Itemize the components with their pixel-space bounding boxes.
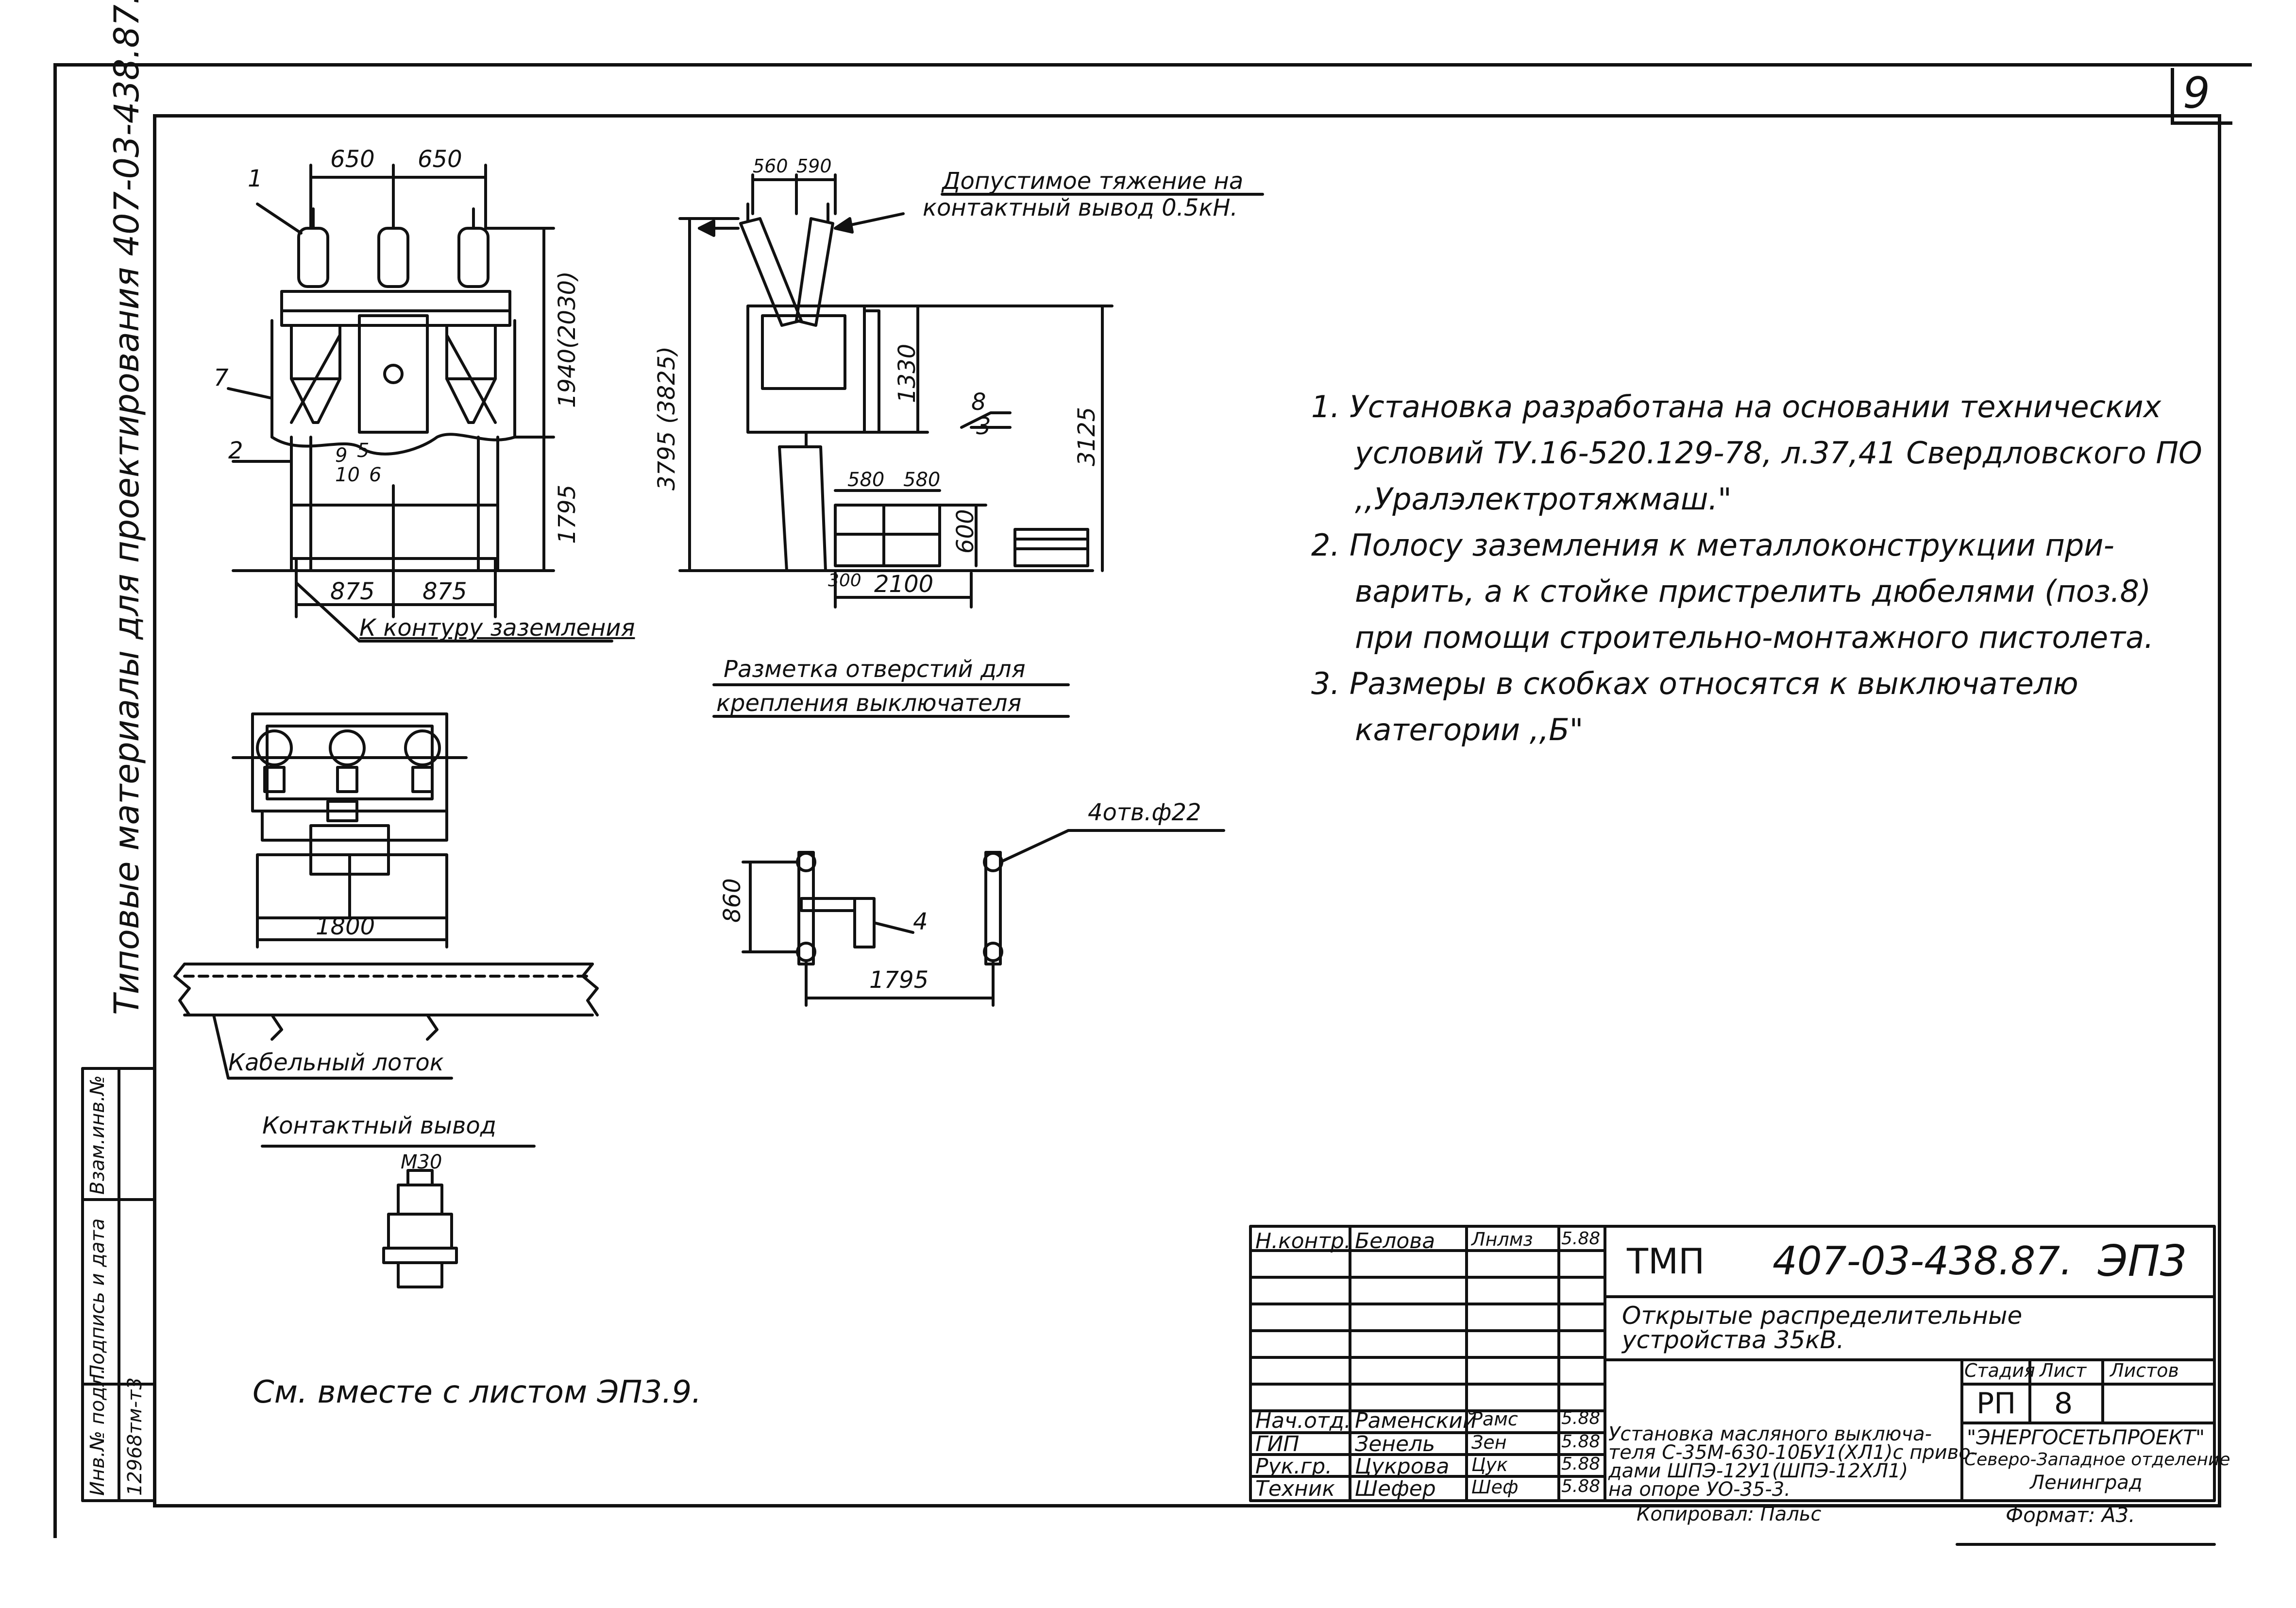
side-cell-inv: Инв.№ подл. xyxy=(86,1368,109,1496)
desc-line-3: дами ШПЭ-12У1(ШПЭ-12ХЛ1) xyxy=(1608,1460,1908,1482)
callout-8: 8 xyxy=(971,389,986,416)
side-inv-value: 12968тм-т3 xyxy=(124,1377,146,1496)
callout-7: 7 xyxy=(214,364,229,391)
object-line-2: устройства 35кВ. xyxy=(1622,1326,1844,1354)
contact-title: Контактный вывод xyxy=(262,1112,496,1139)
org-line-3: Ленинград xyxy=(2030,1472,2143,1494)
desc-line-2: теля С-35М-630-10БУ1(ХЛ1)с приво- xyxy=(1608,1441,1978,1464)
date-1: 5.88 xyxy=(1561,1229,1601,1249)
note-line-2: условий ТУ.16-520.129-78, л.37,41 Свердл… xyxy=(1355,435,2202,471)
holes-title-2: крепления выключателя xyxy=(716,690,1022,717)
dim-2100: 2100 xyxy=(874,571,934,598)
ground-label: К контуру заземления xyxy=(359,614,635,642)
date-5: 5.88 xyxy=(1561,1476,1601,1496)
note-line-6: при помощи строительно-монтажного пистол… xyxy=(1355,620,2154,655)
dim-3795: 3795 (3825) xyxy=(653,346,680,491)
note-line-7: 3. Размеры в скобках относятся к выключа… xyxy=(1311,666,2078,701)
note-line-3: ,,Уралэлектротяжмаш." xyxy=(1355,481,1732,517)
note-line-5: варить, а к стойке пристрелить дюбелями … xyxy=(1355,574,2151,609)
sign-3: Зен xyxy=(1471,1432,1507,1453)
sign-4: Цук xyxy=(1471,1454,1508,1475)
project-code: 407-03-438.87. xyxy=(1773,1238,2073,1284)
sign-5: Шеф xyxy=(1471,1476,1519,1498)
tension-note-1: Допустимое тяжение на xyxy=(942,168,1244,195)
role-tekhnik: Техник xyxy=(1255,1476,1335,1501)
dim-650-a: 650 xyxy=(330,146,375,173)
callout-3: 3 xyxy=(976,413,991,440)
side-cell-replace: Взам.инв.№ xyxy=(86,1075,109,1195)
sign-2: Рамс xyxy=(1471,1408,1518,1430)
note-line-4: 2. Полосу заземления к металлоконструкци… xyxy=(1311,527,2114,563)
name-shefer: Шефер xyxy=(1355,1476,1436,1501)
callout-10: 10 xyxy=(335,464,360,486)
dim-860: 860 xyxy=(719,878,746,923)
sheet-value: 8 xyxy=(2054,1387,2073,1421)
sign-1: Лнлмз xyxy=(1471,1229,1533,1250)
dim-590: 590 xyxy=(796,155,832,177)
role-nkontr: Н.контр. xyxy=(1255,1229,1351,1253)
desc-line-1: Установка масляного выключа- xyxy=(1608,1423,1932,1445)
date-2: 5.88 xyxy=(1561,1408,1601,1428)
name-ramenskiy: Раменский xyxy=(1355,1408,1477,1433)
side-cell-sign: Подпись и дата xyxy=(86,1218,109,1379)
role-rukgr: Рук.гр. xyxy=(1255,1454,1333,1479)
dim-580-b: 580 xyxy=(903,469,941,491)
contact-thread: М30 xyxy=(401,1151,442,1173)
object-line-1: Открытые распределительные xyxy=(1622,1302,2023,1330)
role-nachotd: Нач.отд. xyxy=(1255,1408,1351,1433)
dim-560: 560 xyxy=(753,155,788,177)
drawing-frame xyxy=(153,114,2221,1507)
sheet-header: Лист xyxy=(2040,1360,2087,1381)
sheet-number-box: 9 xyxy=(2171,68,2232,125)
callout-1: 1 xyxy=(248,165,263,192)
dim-875-a: 875 xyxy=(330,578,375,605)
dim-1940: 1940(2030) xyxy=(554,271,581,408)
sheets-header: Листов xyxy=(2110,1360,2179,1381)
dim-650-b: 650 xyxy=(418,146,462,173)
org-line-2: Северо-Западное отделение xyxy=(1964,1450,2230,1470)
dim-600: 600 xyxy=(952,509,979,554)
dim-300: 300 xyxy=(828,571,861,591)
callout-6: 6 xyxy=(369,464,382,486)
format-label: Формат: А3. xyxy=(2006,1503,2135,1527)
date-3: 5.88 xyxy=(1561,1432,1601,1452)
callout-5: 5 xyxy=(357,440,370,462)
note-line-8: категории ,,Б" xyxy=(1355,712,1584,747)
cable-tray-label: Кабельный лоток xyxy=(228,1049,444,1076)
name-belova: Белова xyxy=(1355,1229,1435,1253)
sheet-code: ЭП3 xyxy=(2098,1236,2187,1286)
role-gip: ГИП xyxy=(1255,1432,1300,1456)
holes-title-1: Разметка отверстий для xyxy=(724,656,1026,683)
project-prefix: ТМП xyxy=(1627,1241,1705,1282)
callout-2: 2 xyxy=(228,437,243,464)
tension-note-2: контактный вывод 0.5кН. xyxy=(923,194,1238,221)
stage-value: РП xyxy=(1976,1387,2016,1421)
dim-3125: 3125 xyxy=(1073,406,1100,466)
copied-by: Копировал: Пальс xyxy=(1637,1503,1822,1525)
outer-frame xyxy=(53,63,2252,1538)
name-tsukrova: Цукрова xyxy=(1355,1454,1450,1479)
stage-header: Стадия xyxy=(1964,1360,2035,1381)
date-4: 5.88 xyxy=(1561,1454,1601,1474)
see-also: См. вместе с листом ЭП3.9. xyxy=(253,1374,702,1410)
desc-line-4: на опоре УО-35-3. xyxy=(1608,1478,1790,1501)
callout-4: 4 xyxy=(913,908,928,935)
dim-875-b: 875 xyxy=(422,578,467,605)
holes-note: 4отв.ф22 xyxy=(1088,799,1201,826)
name-zenel: Зенель xyxy=(1355,1432,1435,1456)
note-line-1: 1. Установка разработана на основании те… xyxy=(1311,389,2161,424)
dim-580-a: 580 xyxy=(847,469,885,491)
dim-1800: 1800 xyxy=(316,913,375,940)
dim-1795: 1795 xyxy=(869,966,929,994)
sheet-number: 9 xyxy=(2183,68,2210,118)
dim-1330: 1330 xyxy=(894,343,921,403)
dim-1795-v: 1795 xyxy=(554,484,581,544)
org-line-1: "ЭНЕРГОСЕТЬПРОЕКТ" xyxy=(1967,1425,2205,1449)
callout-9: 9 xyxy=(335,444,348,467)
